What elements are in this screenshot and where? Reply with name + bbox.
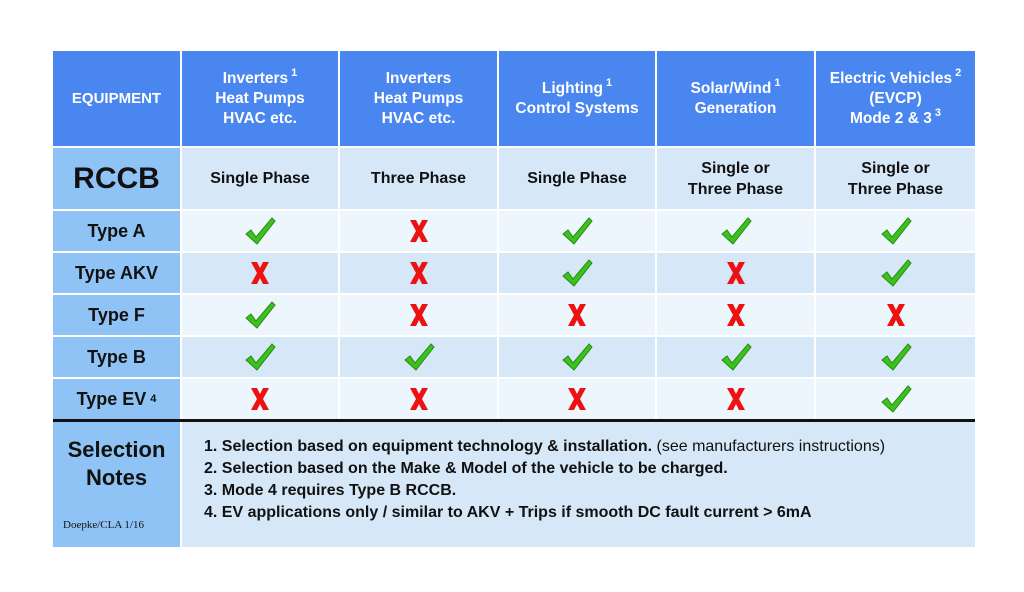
red-x-icon <box>879 299 913 331</box>
table-row: Type A <box>53 211 975 251</box>
green-check-icon <box>560 341 594 373</box>
compatibility-cell <box>657 253 816 293</box>
red-x-icon <box>560 299 594 331</box>
red-x-icon <box>402 257 436 289</box>
rcd-type-label: Type F <box>53 295 182 335</box>
compatibility-cell <box>657 211 816 251</box>
note-item: 2. Selection based on the Make & Model o… <box>204 460 728 477</box>
table-row: Type F <box>53 295 975 335</box>
note-item: 3. Mode 4 requires Type B RCCB. <box>204 482 457 499</box>
green-check-icon <box>879 341 913 373</box>
compatibility-cell <box>340 211 499 251</box>
compatibility-cell <box>657 337 816 377</box>
green-check-icon <box>719 341 753 373</box>
compatibility-cell <box>816 295 975 335</box>
red-x-icon <box>402 383 436 415</box>
green-check-icon <box>243 299 277 331</box>
rcd-type-label: Type B <box>53 337 182 377</box>
compatibility-cell <box>182 295 340 335</box>
compatibility-cell <box>182 211 340 251</box>
green-check-icon <box>560 257 594 289</box>
compatibility-cell <box>816 337 975 377</box>
red-x-icon <box>719 257 753 289</box>
compatibility-cell <box>499 337 657 377</box>
section-divider <box>53 419 975 422</box>
compatibility-cell <box>182 379 340 419</box>
rccb-label: RCCB <box>53 148 182 209</box>
compatibility-cell <box>182 337 340 377</box>
compatibility-cell <box>499 379 657 419</box>
note-item: 4. EV applications only / similar to AKV… <box>204 504 812 521</box>
green-check-icon <box>719 215 753 247</box>
note-item: 1. Selection based on equipment technolo… <box>204 438 886 455</box>
green-check-icon <box>560 215 594 247</box>
phase-cell: Three Phase <box>340 148 499 209</box>
notes-title: Selection Notes <box>67 437 166 490</box>
compatibility-cell <box>499 211 657 251</box>
compatibility-cell <box>340 295 499 335</box>
notes-label: Selection Notes Doepke/CLA 1/16 <box>53 422 182 547</box>
red-x-icon <box>402 299 436 331</box>
table-row: Type AKV <box>53 253 975 293</box>
compatibility-cell <box>182 253 340 293</box>
green-check-icon <box>243 215 277 247</box>
green-check-icon <box>879 383 913 415</box>
phase-cell: Single Phase <box>182 148 340 209</box>
compatibility-cell <box>340 253 499 293</box>
phase-cell: Single Phase <box>499 148 657 209</box>
red-x-icon <box>243 257 277 289</box>
compatibility-cell <box>499 253 657 293</box>
green-check-icon <box>243 341 277 373</box>
rcd-type-label: Type A <box>53 211 182 251</box>
compatibility-cell <box>816 211 975 251</box>
compatibility-cell <box>340 379 499 419</box>
compatibility-cell <box>816 253 975 293</box>
red-x-icon <box>402 215 436 247</box>
credit-text: Doepke/CLA 1/16 <box>63 519 144 531</box>
compatibility-cell <box>657 379 816 419</box>
rccb-phase-row: RCCB Single Phase Three Phase Single Pha… <box>53 148 975 209</box>
red-x-icon <box>719 299 753 331</box>
selection-notes: Selection Notes Doepke/CLA 1/16 1. Selec… <box>53 422 975 547</box>
green-check-icon <box>879 215 913 247</box>
compatibility-cell <box>816 379 975 419</box>
red-x-icon <box>719 383 753 415</box>
compatibility-cell <box>340 337 499 377</box>
notes-body: 1. Selection based on equipment technolo… <box>182 422 975 547</box>
compatibility-cell <box>499 295 657 335</box>
green-check-icon <box>402 341 436 373</box>
compatibility-cell <box>657 295 816 335</box>
red-x-icon <box>243 383 277 415</box>
green-check-icon <box>879 257 913 289</box>
table-row: Type B <box>53 337 975 377</box>
rcd-type-label: Type AKV <box>53 253 182 293</box>
equipment-header: EQUIPMENT <box>53 51 182 146</box>
red-x-icon <box>560 383 594 415</box>
